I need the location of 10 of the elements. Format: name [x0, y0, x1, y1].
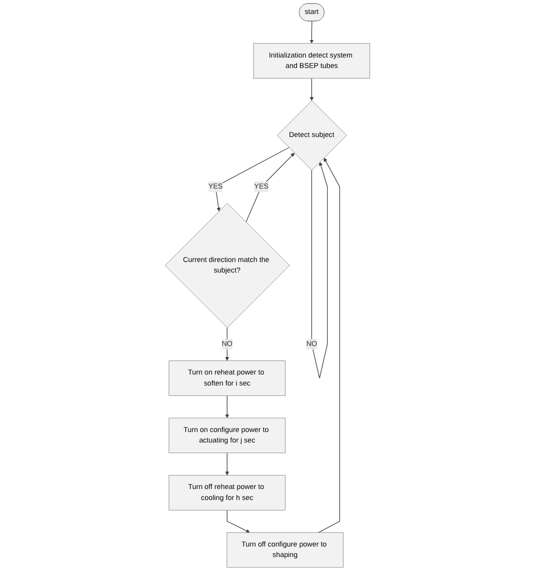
arrow: [215, 147, 290, 212]
arrow: [225, 327, 230, 361]
arrow: [246, 152, 295, 222]
arrow: [226, 510, 250, 533]
arrow: [318, 158, 340, 533]
arrow: [225, 395, 230, 418]
arrow: [310, 78, 314, 101]
arrow: [311, 162, 328, 378]
arrow: [310, 20, 314, 44]
arrow: [225, 452, 230, 476]
